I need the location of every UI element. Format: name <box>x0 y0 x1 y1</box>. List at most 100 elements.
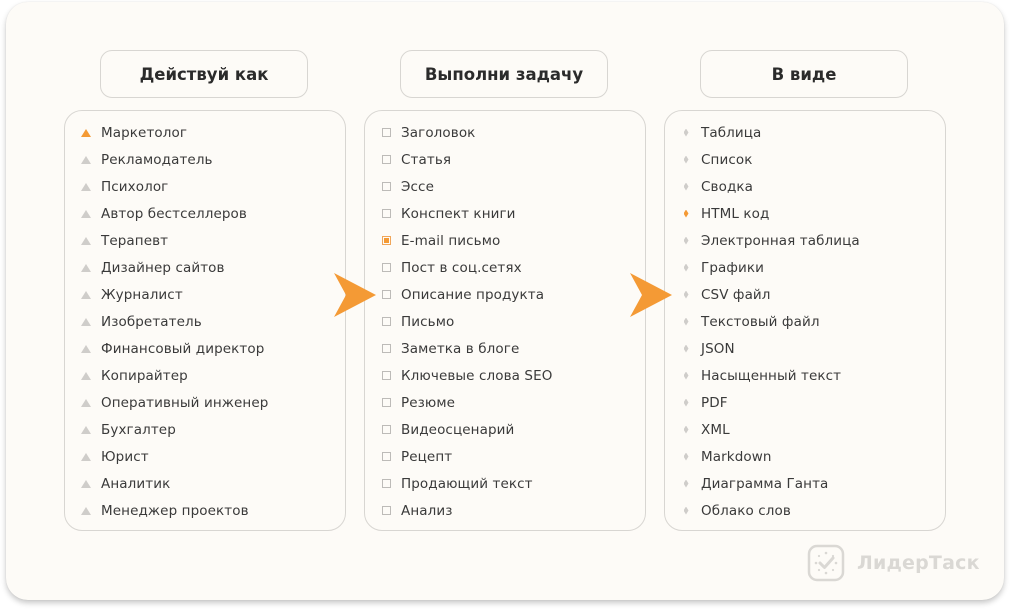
triangle-icon <box>81 398 91 408</box>
list-item-role[interactable]: Финансовый директор <box>65 335 345 362</box>
checkbox-icon <box>381 344 391 354</box>
list-item-role[interactable]: Маркетолог <box>65 119 345 146</box>
item-label: Резюме <box>401 394 456 411</box>
list-item-format[interactable]: Сводка <box>665 173 945 200</box>
checkbox-icon <box>381 209 391 219</box>
item-label: Психолог <box>101 178 169 195</box>
list-item-role[interactable]: Бухгалтер <box>65 416 345 443</box>
item-label: Заголовок <box>401 124 476 141</box>
list-item-format[interactable]: Диаграмма Ганта <box>665 470 945 497</box>
list-item-task[interactable]: Письмо <box>365 308 645 335</box>
diamond-icon <box>681 344 691 354</box>
checkbox-icon <box>381 263 391 273</box>
item-label: Терапевт <box>101 232 169 249</box>
diamond-icon <box>681 209 691 219</box>
list-item-role[interactable]: Юрист <box>65 443 345 470</box>
checkbox-icon <box>381 155 391 165</box>
checkbox-icon <box>381 128 391 138</box>
item-label: Сводка <box>701 178 754 195</box>
column-header-role[interactable]: Действуй как <box>100 50 308 98</box>
list-item-task[interactable]: E-mail письмо <box>365 227 645 254</box>
list-item-format[interactable]: CSV файл <box>665 281 945 308</box>
item-label: Насыщенный текст <box>701 367 842 384</box>
triangle-icon <box>81 506 91 516</box>
list-item-format[interactable]: Список <box>665 146 945 173</box>
triangle-icon <box>81 452 91 462</box>
list-item-task[interactable]: Ключевые слова SEO <box>365 362 645 389</box>
list-item-role[interactable]: Журналист <box>65 281 345 308</box>
list-item-role[interactable]: Дизайнер сайтов <box>65 254 345 281</box>
list-item-task[interactable]: Эссе <box>365 173 645 200</box>
item-label: Markdown <box>701 448 772 465</box>
diamond-icon <box>681 452 691 462</box>
column-header-format[interactable]: В виде <box>700 50 908 98</box>
item-label: Оперативный инженер <box>101 394 269 411</box>
list-item-format[interactable]: Markdown <box>665 443 945 470</box>
item-label: Журналист <box>101 286 183 303</box>
list-item-format[interactable]: XML <box>665 416 945 443</box>
item-label: Видеосценарий <box>401 421 515 438</box>
triangle-icon <box>81 128 91 138</box>
item-label: Менеджер проектов <box>101 502 249 519</box>
item-label: Диаграмма Ганта <box>701 475 829 492</box>
list-item-task[interactable]: Заголовок <box>365 119 645 146</box>
item-label: Автор бестселлеров <box>101 205 247 222</box>
item-label: Ключевые слова SEO <box>401 367 553 384</box>
list-item-task[interactable]: Резюме <box>365 389 645 416</box>
item-label: Письмо <box>401 313 455 330</box>
list-item-format[interactable]: Графики <box>665 254 945 281</box>
list-item-role[interactable]: Копирайтер <box>65 362 345 389</box>
checkbox-icon <box>381 506 391 516</box>
list-item-role[interactable]: Аналитик <box>65 470 345 497</box>
list-item-format[interactable]: Таблица <box>665 119 945 146</box>
triangle-icon <box>81 344 91 354</box>
list-item-task[interactable]: Видеосценарий <box>365 416 645 443</box>
item-label: JSON <box>701 340 735 357</box>
list-item-task[interactable]: Статья <box>365 146 645 173</box>
list-item-format[interactable]: JSON <box>665 335 945 362</box>
arrow-right-icon <box>334 273 376 317</box>
triangle-icon <box>81 479 91 489</box>
prompt-builder-card: Действуй как Выполни задачу В виде Марке… <box>6 2 1004 600</box>
diamond-icon <box>681 182 691 192</box>
list-item-format[interactable]: Текстовый файл <box>665 308 945 335</box>
triangle-icon <box>81 317 91 327</box>
item-label: Анализ <box>401 502 453 519</box>
triangle-icon <box>81 236 91 246</box>
column-header-task[interactable]: Выполни задачу <box>400 50 608 98</box>
item-label: Электронная таблица <box>701 232 860 249</box>
format-list: Таблица Список Сводка HTML код Электронн… <box>664 110 946 531</box>
list-item-format[interactable]: HTML код <box>665 200 945 227</box>
checkbox-icon <box>381 317 391 327</box>
list-item-task[interactable]: Заметка в блоге <box>365 335 645 362</box>
list-item-format[interactable]: Насыщенный текст <box>665 362 945 389</box>
list-item-role[interactable]: Автор бестселлеров <box>65 200 345 227</box>
list-item-format[interactable]: Электронная таблица <box>665 227 945 254</box>
triangle-icon <box>81 290 91 300</box>
list-item-task[interactable]: Описание продукта <box>365 281 645 308</box>
item-label: Список <box>701 151 753 168</box>
arrow-right-icon <box>630 273 672 317</box>
list-item-role[interactable]: Оперативный инженер <box>65 389 345 416</box>
list-item-task[interactable]: Продающий текст <box>365 470 645 497</box>
triangle-icon <box>81 182 91 192</box>
list-item-task[interactable]: Анализ <box>365 497 645 524</box>
item-label: Конспект книги <box>401 205 516 222</box>
item-label: CSV файл <box>701 286 771 303</box>
list-item-role[interactable]: Терапевт <box>65 227 345 254</box>
list-item-role[interactable]: Менеджер проектов <box>65 497 345 524</box>
list-item-format[interactable]: Облако слов <box>665 497 945 524</box>
list-item-task[interactable]: Рецепт <box>365 443 645 470</box>
brand-name: ЛидерТаск <box>857 552 980 574</box>
list-item-role[interactable]: Психолог <box>65 173 345 200</box>
item-label: Бухгалтер <box>101 421 176 438</box>
item-label: Описание продукта <box>401 286 545 303</box>
list-item-role[interactable]: Изобретатель <box>65 308 345 335</box>
diamond-icon <box>681 317 691 327</box>
item-label: Графики <box>701 259 765 276</box>
checkbox-checked-icon <box>381 236 391 246</box>
list-item-task[interactable]: Конспект книги <box>365 200 645 227</box>
list-item-role[interactable]: Рекламодатель <box>65 146 345 173</box>
list-item-task[interactable]: Пост в соц.сетях <box>365 254 645 281</box>
list-item-format[interactable]: PDF <box>665 389 945 416</box>
